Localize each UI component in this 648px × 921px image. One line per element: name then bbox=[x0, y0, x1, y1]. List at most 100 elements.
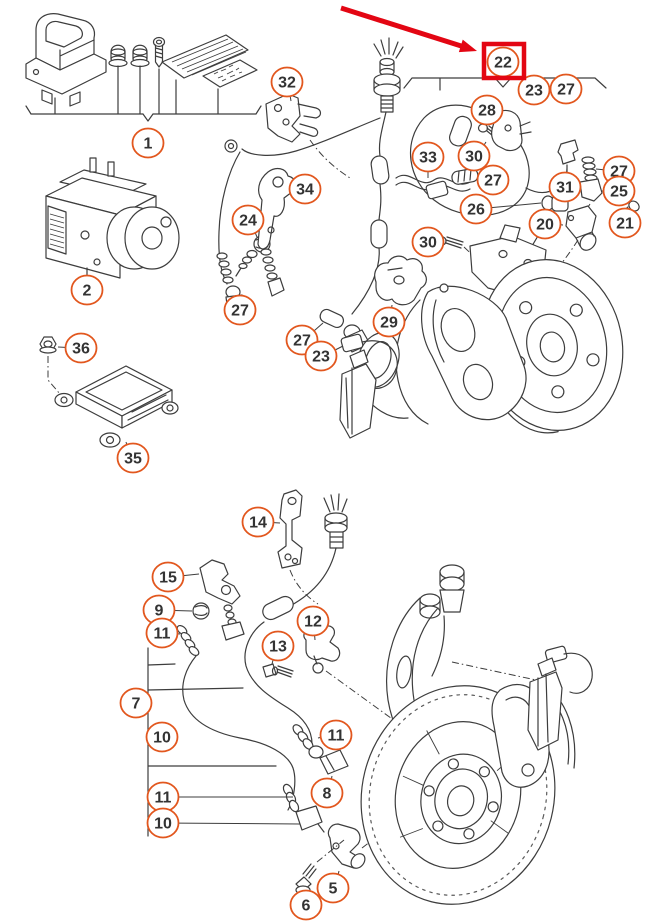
callout-11[interactable]: 11 bbox=[145, 617, 181, 649]
callout-circle[interactable] bbox=[310, 777, 344, 809]
callout-leader bbox=[313, 322, 324, 332]
callout-circle[interactable] bbox=[289, 889, 323, 921]
callout-circle[interactable] bbox=[411, 141, 445, 173]
callout-circle[interactable] bbox=[548, 171, 582, 203]
callout-22[interactable]: 22 bbox=[486, 46, 520, 78]
callout-label: 20 bbox=[536, 217, 554, 234]
callout-label: 27 bbox=[293, 333, 311, 350]
callout-23[interactable]: 23 bbox=[517, 74, 551, 106]
pointer-arrow-shaft bbox=[340, 5, 467, 50]
callout-circle[interactable] bbox=[151, 561, 185, 593]
callout-circle[interactable] bbox=[145, 617, 179, 649]
callout-circle[interactable] bbox=[146, 807, 180, 839]
highlight-layer bbox=[340, 5, 527, 81]
callout-32[interactable]: 32 bbox=[270, 66, 304, 102]
callout-label: 2 bbox=[83, 283, 92, 300]
callout-10[interactable]: 10 bbox=[146, 807, 301, 839]
callout-circle[interactable] bbox=[116, 442, 150, 474]
callout-circle[interactable] bbox=[296, 605, 330, 637]
callout-11[interactable]: 11 bbox=[146, 781, 294, 813]
callout-circle[interactable] bbox=[470, 94, 504, 126]
callout-36[interactable]: 36 bbox=[57, 332, 98, 364]
callout-circle[interactable] bbox=[602, 175, 636, 207]
callout-label: 27 bbox=[484, 173, 502, 190]
callout-33[interactable]: 33 bbox=[411, 141, 445, 179]
callout-1[interactable]: 1 bbox=[131, 127, 165, 159]
callout-label: 22 bbox=[494, 55, 512, 72]
callout-label: 33 bbox=[419, 150, 437, 167]
callout-20[interactable]: 20 bbox=[528, 208, 564, 240]
callout-circle[interactable] bbox=[261, 630, 295, 662]
callout-circle[interactable] bbox=[319, 719, 353, 751]
rear-brake-assembly-drawing bbox=[339, 224, 624, 439]
callout-circle[interactable] bbox=[459, 193, 493, 225]
callout-27[interactable]: 27 bbox=[476, 164, 510, 196]
instruction-sheets-drawing bbox=[161, 34, 258, 88]
callout-24[interactable]: 24 bbox=[231, 204, 265, 238]
callout-circle[interactable] bbox=[231, 204, 265, 236]
callout-circle[interactable] bbox=[457, 140, 491, 172]
callout-5[interactable]: 5 bbox=[316, 870, 350, 904]
callout-10[interactable]: 10 bbox=[145, 721, 179, 753]
callout-15[interactable]: 15 bbox=[151, 561, 200, 593]
callout-label: 9 bbox=[155, 603, 164, 620]
callout-circle[interactable] bbox=[411, 226, 445, 258]
callout-13[interactable]: 13 bbox=[261, 630, 295, 665]
callout-circle[interactable] bbox=[119, 687, 153, 719]
callout-circle[interactable] bbox=[476, 164, 510, 196]
callout-leader bbox=[595, 168, 604, 171]
callout-14[interactable]: 14 bbox=[241, 506, 281, 538]
callout-35[interactable]: 35 bbox=[116, 441, 150, 474]
callout-26[interactable]: 26 bbox=[459, 193, 542, 225]
callout-30[interactable]: 30 bbox=[457, 140, 491, 172]
callout-label: 8 bbox=[323, 786, 332, 803]
callout-circle[interactable] bbox=[64, 332, 98, 364]
callout-circle[interactable] bbox=[517, 74, 551, 106]
callout-circle[interactable] bbox=[608, 207, 642, 239]
grommet-drawing bbox=[130, 44, 150, 68]
callout-7[interactable]: 7 bbox=[119, 687, 153, 719]
callout-label: 29 bbox=[380, 315, 398, 332]
group-bracket-1 bbox=[25, 65, 262, 122]
callout-circle[interactable] bbox=[145, 721, 179, 753]
callout-circle[interactable] bbox=[528, 208, 562, 240]
callout-23[interactable]: 23 bbox=[304, 340, 344, 372]
callout-6[interactable]: 6 bbox=[289, 889, 323, 921]
callout-circle[interactable] bbox=[270, 66, 304, 98]
callout-label: 21 bbox=[616, 216, 634, 233]
screw-drawing bbox=[152, 36, 166, 68]
callout-34[interactable]: 34 bbox=[288, 173, 322, 205]
callout-circle[interactable] bbox=[304, 340, 338, 372]
callout-leader bbox=[491, 202, 542, 209]
callout-21[interactable]: 21 bbox=[608, 207, 642, 239]
callout-11[interactable]: 11 bbox=[317, 719, 353, 751]
callout-label: 1 bbox=[144, 136, 153, 153]
callout-circle[interactable] bbox=[288, 173, 322, 205]
callout-label: 11 bbox=[328, 728, 345, 745]
callout-label: 32 bbox=[278, 75, 296, 92]
callout-27[interactable]: 27 bbox=[223, 294, 257, 326]
callout-29[interactable]: 29 bbox=[372, 304, 406, 338]
callout-circle[interactable] bbox=[549, 73, 583, 105]
callout-circle[interactable] bbox=[316, 872, 350, 904]
callout-circle[interactable] bbox=[223, 294, 257, 326]
callout-25[interactable]: 25 bbox=[601, 175, 636, 207]
callout-circle[interactable] bbox=[241, 506, 275, 538]
callout-circle[interactable] bbox=[372, 306, 406, 338]
callout-label: 5 bbox=[329, 881, 338, 898]
callout-label: 11 bbox=[154, 626, 171, 643]
abs-ecu-drawing bbox=[25, 13, 107, 107]
callout-28[interactable]: 28 bbox=[470, 94, 504, 126]
callout-27[interactable]: 27 bbox=[549, 73, 583, 105]
callout-label: 6 bbox=[302, 898, 311, 915]
callout-leader bbox=[183, 573, 200, 577]
control-module-drawing bbox=[39, 336, 179, 448]
callout-30[interactable]: 30 bbox=[411, 226, 445, 258]
callout-12[interactable]: 12 bbox=[296, 605, 330, 641]
callout-circle[interactable] bbox=[70, 274, 104, 306]
callout-circle[interactable] bbox=[131, 127, 165, 159]
callout-8[interactable]: 8 bbox=[310, 775, 344, 809]
callout-2[interactable]: 2 bbox=[70, 272, 104, 306]
callout-31[interactable]: 31 bbox=[548, 167, 582, 203]
